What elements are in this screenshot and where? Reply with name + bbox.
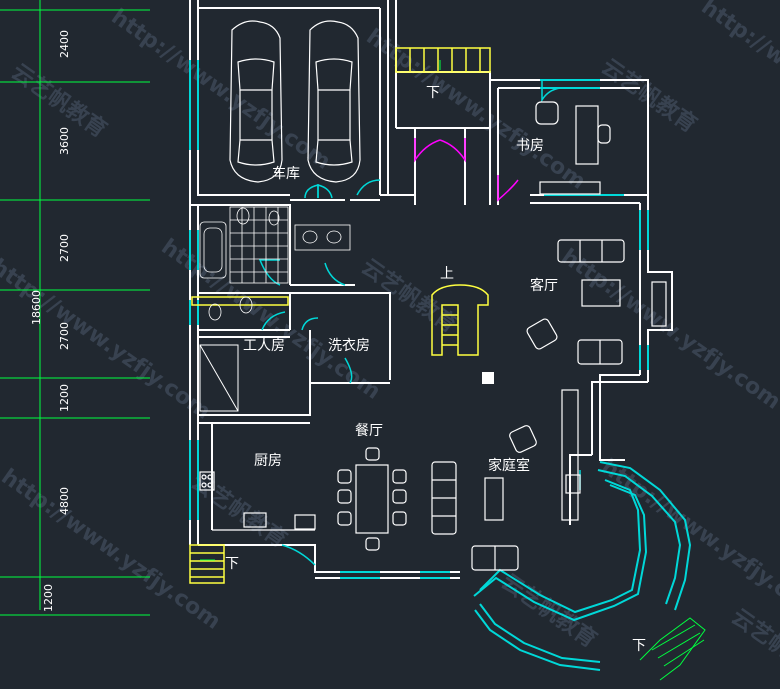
study-furniture [535,101,611,195]
purple-doors [414,138,519,202]
family-furniture [431,389,581,571]
dim-2700b: 2700 [58,322,71,350]
dim-4800: 4800 [58,487,71,515]
watermark-brand: 云艺帆教育 [497,569,602,653]
watermark-brand: 云艺帆教育 [597,54,702,138]
label-kitchen: 厨房 [254,453,282,469]
stairs [189,47,491,584]
dim-total: 18600 [30,290,43,325]
dimension-labels: 2400 3600 2700 2700 1200 4800 1200 18600 [30,30,71,612]
stair-labels: 下 上 下 下 [225,85,646,654]
dining-furniture [337,447,407,551]
watermark-url: http://www.yzfjy.com [0,254,215,424]
living-furniture [526,239,667,365]
watermark-url: http://www.yzfjy.com [107,4,335,174]
bed [199,344,239,412]
label-study: 书房 [516,138,544,154]
watermark-brand: 云艺帆教育 [727,604,780,688]
dim-2700a: 2700 [58,234,71,262]
doors [258,80,581,566]
watermark-brand: 云艺帆教育 [187,469,292,553]
watermark-url: http://www.yzfjy.com [697,0,780,165]
label-laundry: 洗衣房 [328,338,370,354]
bathroom-tiles [199,206,351,321]
label-garage: 车库 [272,165,300,182]
stairs-green [200,60,706,681]
dim-1200a: 1200 [58,384,71,412]
room-labels: 车库 书房 客厅 工人房 洗衣房 餐厅 厨房 家庭室 [243,138,558,474]
stair-down-right: 下 [632,638,646,654]
column-marker [482,372,494,384]
car-right [307,20,361,183]
label-worker: 工人房 [243,338,285,354]
stair-down-left: 下 [225,556,239,572]
kitchen-furniture [199,471,316,531]
dim-1200b: 1200 [42,584,55,612]
windows [189,60,692,671]
label-family: 家庭室 [488,457,530,474]
stair-down-top: 下 [426,85,440,101]
stair-up: 上 [440,266,454,282]
label-dining: 餐厅 [355,423,383,439]
dim-3600: 3600 [58,127,71,155]
dim-2400: 2400 [58,30,71,58]
dimension-chain [0,0,150,616]
label-living: 客厅 [530,277,558,294]
car-left [229,20,283,183]
